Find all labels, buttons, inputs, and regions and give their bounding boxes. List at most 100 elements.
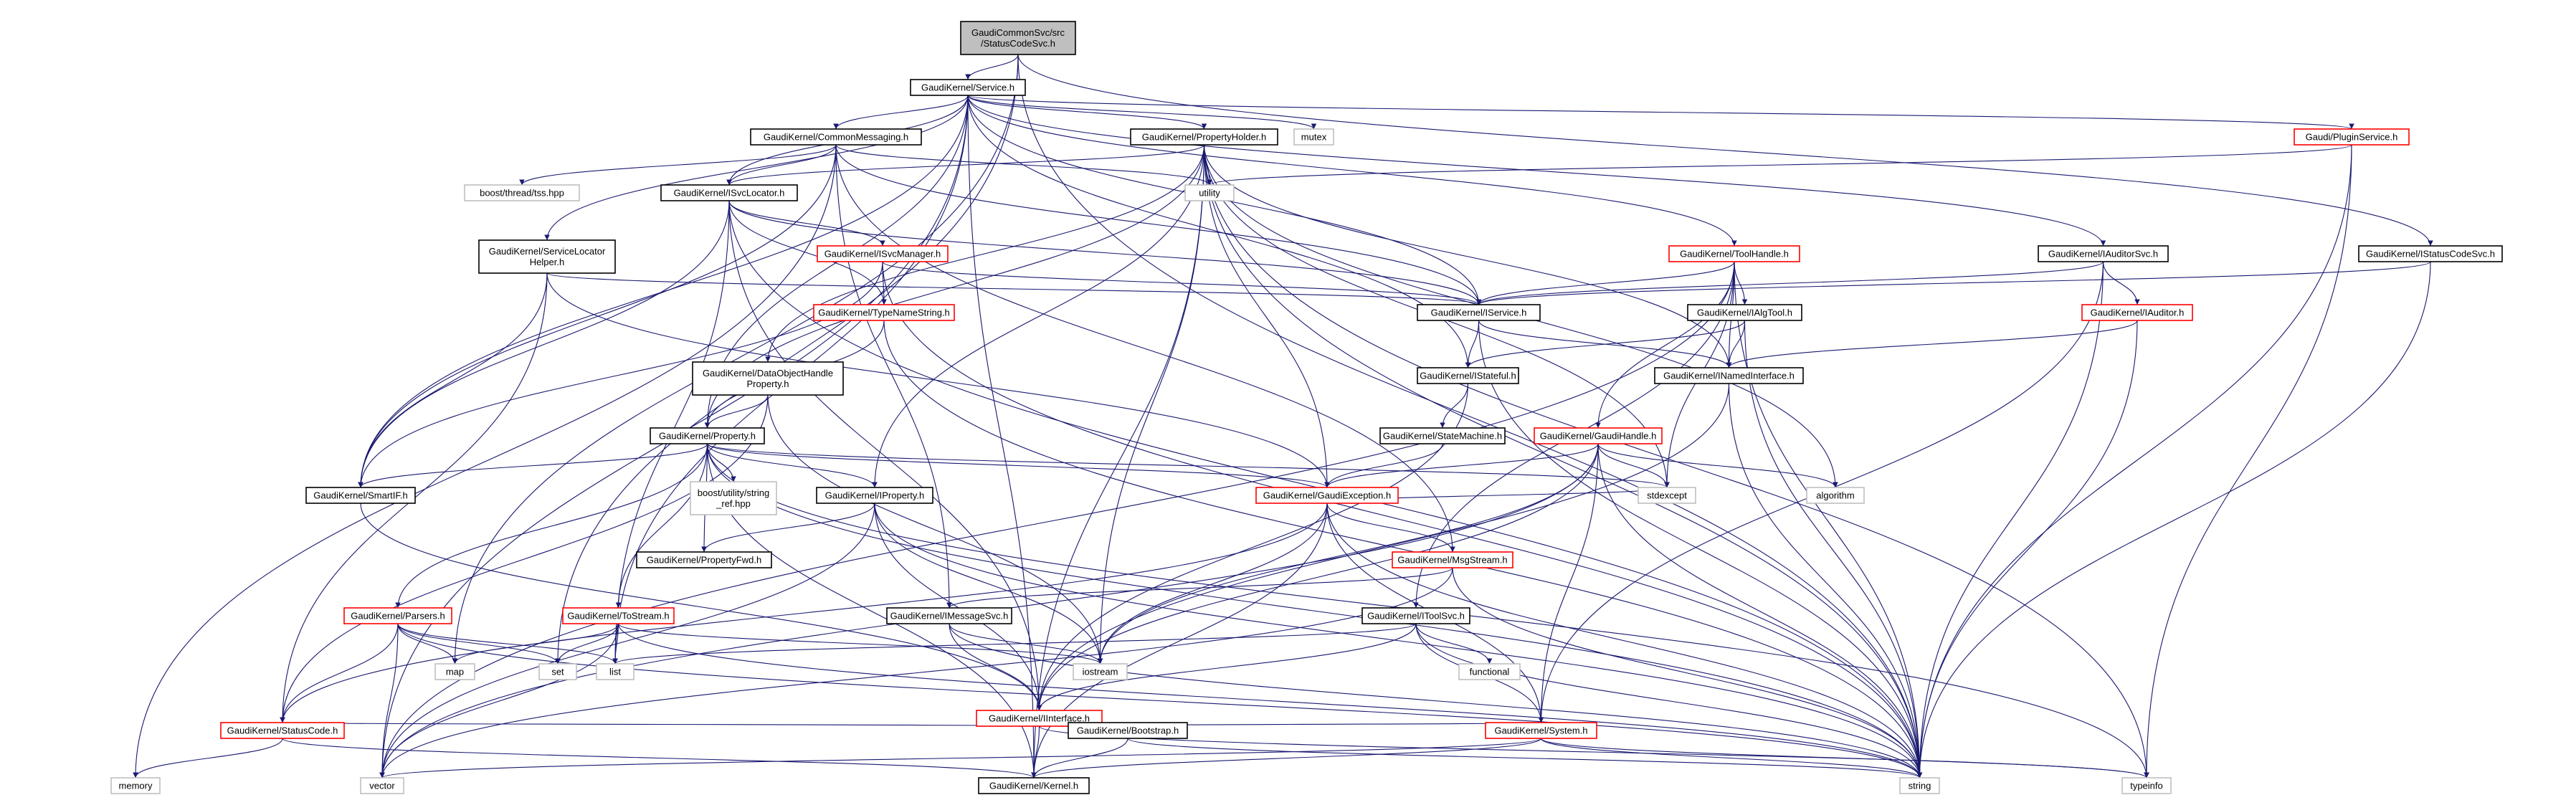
node-propholder[interactable]: GaudiKernel/PropertyHolder.h	[1130, 128, 1278, 146]
node-label: vector	[369, 781, 395, 791]
edge-property-to-iproperty	[706, 443, 878, 488]
node-property[interactable]: GaudiKernel/Property.h	[650, 427, 765, 444]
node-tostream[interactable]: GaudiKernel/ToStream.h	[562, 607, 675, 624]
edge-propholder-to-dataobjhandle	[765, 144, 1205, 363]
node-gaudihandle[interactable]: GaudiKernel/GaudiHandle.h	[1534, 427, 1663, 444]
edge-propholder-to-isvclocator	[726, 144, 1205, 186]
node-string: string	[1899, 777, 1940, 794]
node-typeinfo: typeinfo	[2121, 777, 2172, 794]
edge-ialgtool-to-inamed	[1726, 320, 1746, 368]
node-parsers[interactable]: GaudiKernel/Parsers.h	[343, 607, 452, 624]
node-iproperty[interactable]: GaudiKernel/IProperty.h	[816, 487, 933, 504]
edge-istateful-to-iinterface	[1036, 383, 1469, 711]
node-isvcmanager[interactable]: GaudiKernel/ISvcManager.h	[817, 245, 949, 262]
edge-pluginsvc-to-typeinfo	[2144, 144, 2352, 779]
node-label: GaudiKernel/IAlgTool.h	[1697, 308, 1792, 318]
edge-gaudihandle-to-gaudiexc	[1324, 443, 1599, 488]
node-label: GaudiKernel/CommonMessaging.h	[764, 132, 908, 143]
node-label: GaudiKernel/DataObjectHandle	[703, 368, 833, 379]
edge-property-to-stdexcept	[706, 443, 1670, 488]
node-set: set	[538, 663, 577, 680]
edge-commonmsg-to-iservice	[835, 144, 1482, 305]
node-istatuscodesvc[interactable]: GaudiKernel/IStatusCodeSvc.h	[2358, 245, 2503, 262]
edge-dataobjhandle-to-iostream	[767, 394, 1103, 665]
edge-svclochelper-to-iservice	[546, 272, 1481, 305]
node-kernel[interactable]: GaudiKernel/Kernel.h	[978, 777, 1090, 794]
node-label: GaudiKernel/StatusCode.h	[227, 725, 338, 736]
edge-gaudiexc-to-string	[1326, 503, 1923, 779]
node-bootstrap[interactable]: GaudiKernel/Bootstrap.h	[1068, 722, 1188, 739]
node-root[interactable]: GaudiCommonSvc/src/StatusCodeSvc.h	[960, 21, 1076, 55]
node-label: GaudiKernel/SmartIF.h	[313, 490, 408, 501]
edge-service-to-toolhandle	[967, 95, 1737, 247]
edge-commonmsg-to-utility	[835, 144, 1212, 186]
node-ialgtool[interactable]: GaudiKernel/IAlgTool.h	[1687, 304, 1802, 321]
edge-commonmsg-to-imessagesvc	[835, 144, 952, 609]
node-toolhandle[interactable]: GaudiKernel/ToolHandle.h	[1668, 245, 1800, 262]
node-box	[1485, 722, 1597, 739]
node-imessagesvc[interactable]: GaudiKernel/IMessageSvc.h	[886, 607, 1012, 624]
node-functional: functional	[1458, 663, 1521, 680]
node-box	[1899, 777, 1940, 794]
node-label: GaudiKernel/ToolHandle.h	[1680, 249, 1789, 260]
edge-iauditorsvc-to-iservice	[1475, 261, 2104, 305]
node-msgstream[interactable]: GaudiKernel/MsgStream.h	[1392, 551, 1513, 568]
node-label: GaudiKernel/PropertyHolder.h	[1142, 132, 1266, 143]
node-gaudiexc[interactable]: GaudiKernel/GaudiException.h	[1255, 487, 1399, 504]
node-statuscode[interactable]: GaudiKernel/StatusCode.h	[220, 722, 345, 739]
node-service[interactable]: GaudiKernel/Service.h	[910, 79, 1026, 96]
node-smartif[interactable]: GaudiKernel/SmartIF.h	[305, 487, 416, 504]
node-box	[562, 607, 675, 624]
edge-iinterface-to-kernel	[1031, 725, 1040, 779]
node-istateful[interactable]: GaudiKernel/IStateful.h	[1417, 367, 1519, 384]
node-box	[1687, 304, 1802, 321]
node-box	[110, 777, 161, 794]
edge-inamed-to-string	[1728, 383, 1923, 779]
node-box	[1417, 304, 1541, 321]
edge-service-to-commonmsg	[833, 95, 969, 130]
node-isvclocator[interactable]: GaudiKernel/ISvcLocator.h	[660, 184, 798, 201]
node-label: GaudiKernel/ServiceLocator	[489, 246, 606, 257]
edge-service-to-pluginsvc	[967, 95, 2354, 130]
node-pluginsvc[interactable]: Gaudi/PluginService.h	[2294, 128, 2410, 146]
node-map: map	[434, 663, 475, 680]
edge-propholder-to-string	[1203, 144, 1923, 779]
node-iauditorsvc[interactable]: GaudiKernel/IAuditorSvc.h	[2038, 245, 2169, 262]
edge-dataobjhandle-to-property	[704, 394, 769, 429]
node-itoolsvc[interactable]: GaudiKernel/IToolSvc.h	[1361, 607, 1470, 624]
edge-isvclocator-to-isvcmanager	[728, 200, 885, 247]
node-box	[538, 663, 577, 680]
node-label: set	[551, 667, 564, 677]
node-box	[816, 487, 933, 504]
node-box	[636, 551, 772, 568]
edge-commonmsg-to-threadtss	[519, 144, 837, 186]
node-label: GaudiKernel/IStatusCodeSvc.h	[2366, 249, 2495, 260]
node-label: GaudiKernel/IToolSvc.h	[1367, 611, 1465, 622]
node-propfwd[interactable]: GaudiKernel/PropertyFwd.h	[636, 551, 772, 568]
node-box	[750, 128, 922, 146]
edge-property-to-gaudiexc	[706, 443, 1330, 488]
node-box	[692, 361, 844, 396]
node-statemachine[interactable]: GaudiKernel/StateMachine.h	[1379, 427, 1506, 444]
node-box	[1255, 487, 1399, 504]
node-box	[220, 722, 345, 739]
node-inamed[interactable]: GaudiKernel/INamedInterface.h	[1654, 367, 1804, 384]
edge-property-to-tostream	[615, 443, 708, 609]
node-typenamestring[interactable]: GaudiKernel/TypeNameString.h	[813, 304, 955, 321]
node-box	[1458, 663, 1521, 680]
edge-gaudiexc-to-iostream	[1097, 503, 1328, 665]
node-label: mutex	[1301, 132, 1327, 143]
edge-statuscode-to-memory	[133, 738, 283, 779]
node-system[interactable]: GaudiKernel/System.h	[1485, 722, 1597, 739]
node-iauditor[interactable]: GaudiKernel/IAuditor.h	[2081, 304, 2193, 321]
node-iservice[interactable]: GaudiKernel/IService.h	[1417, 304, 1541, 321]
edge-parsers-to-set	[397, 623, 561, 665]
edge-property-to-parsers	[395, 443, 708, 609]
dependency-edges	[133, 54, 2433, 779]
edge-gaudihandle-to-iostream	[1097, 443, 1599, 665]
edge-property-to-smartif	[358, 443, 708, 488]
edge-propholder-to-kernel	[1031, 144, 1205, 779]
node-commonmsg[interactable]: GaudiKernel/CommonMessaging.h	[750, 128, 922, 146]
